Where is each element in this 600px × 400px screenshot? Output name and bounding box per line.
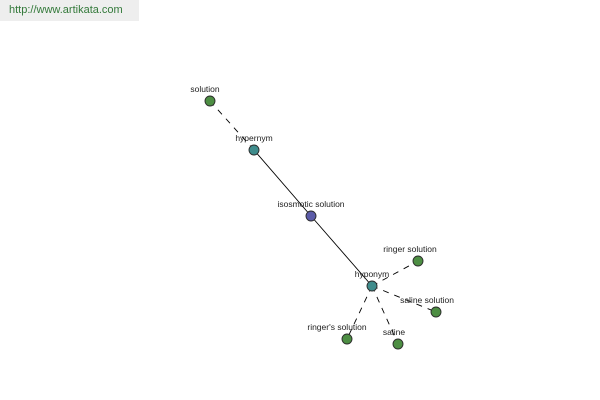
graph-edges: [209, 100, 437, 345]
site-url-link[interactable]: http://www.artikata.com: [9, 4, 123, 16]
node-ringer-solution[interactable]: ringer solution: [383, 244, 437, 267]
node-solution[interactable]: solution: [190, 84, 220, 107]
node-saline-dot[interactable]: [392, 338, 404, 350]
node-hyponym-dot[interactable]: [366, 280, 378, 292]
node-hypernym[interactable]: hypernym: [235, 133, 273, 156]
node-hyponym[interactable]: hyponym: [355, 269, 390, 292]
node-solution-label: solution: [190, 84, 220, 94]
node-saline-solution[interactable]: saline solution: [400, 295, 454, 318]
node-saline-solution-dot[interactable]: [430, 306, 442, 318]
node-isosmotic-solution-label: isosmotic solution: [277, 199, 344, 209]
node-solution-dot[interactable]: [204, 95, 216, 107]
node-ringers-solution-dot[interactable]: [341, 333, 353, 345]
edge-hyponym-to-saline: [371, 285, 399, 345]
node-isosmotic-solution[interactable]: isosmotic solution: [277, 199, 345, 222]
node-hyponym-label: hyponym: [355, 269, 390, 279]
node-ringers-solution-label: ringer's solution: [307, 322, 367, 332]
graph-nodes: isosmotic solution hypernym hyponym solutio…: [190, 84, 454, 350]
node-ringers-solution[interactable]: ringer's solution: [307, 322, 367, 345]
edge-hyponym-to-ringers-solution: [346, 285, 373, 340]
edge-center-to-hyponym: [310, 215, 373, 287]
node-hypernym-dot[interactable]: [248, 144, 260, 156]
site-url-badge: http://www.artikata.com: [0, 0, 139, 21]
node-ringer-solution-label: ringer solution: [383, 244, 437, 254]
edge-hyponym-to-ringer-solution: [371, 260, 419, 287]
node-hypernym-label: hypernym: [235, 133, 272, 143]
node-saline[interactable]: saline: [383, 327, 405, 350]
node-isosmotic-solution-dot[interactable]: [305, 210, 317, 222]
edge-center-to-hypernym: [253, 149, 312, 217]
node-saline-solution-label: saline solution: [400, 295, 454, 305]
node-ringer-solution-dot[interactable]: [412, 255, 424, 267]
node-saline-label: saline: [383, 327, 405, 337]
